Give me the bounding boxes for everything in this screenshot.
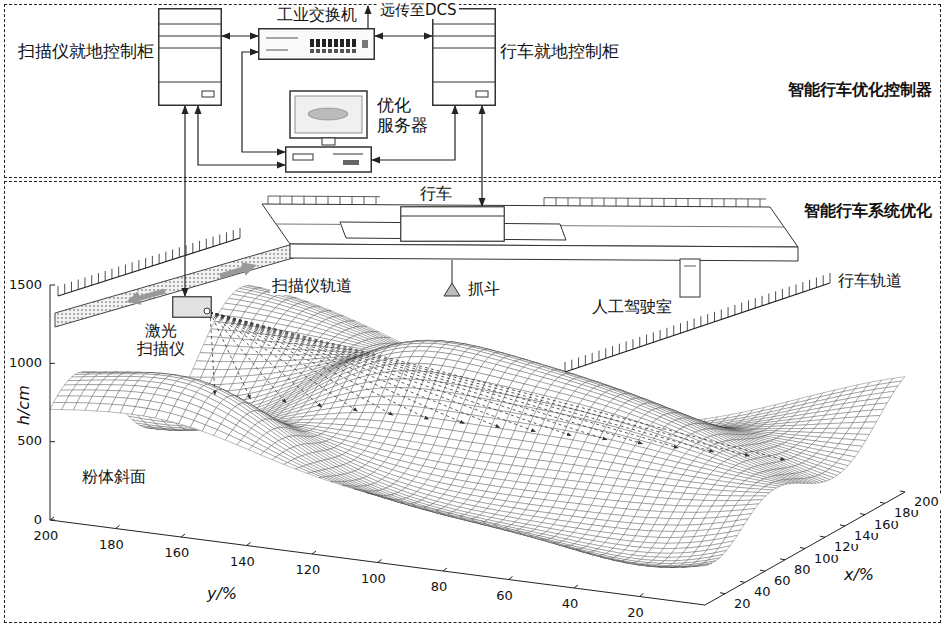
mesh-cell	[875, 397, 890, 404]
powder-surface-mesh	[50, 285, 905, 567]
mesh-cell	[865, 416, 880, 423]
mesh-cell	[868, 409, 883, 416]
mesh-cell	[872, 403, 887, 410]
